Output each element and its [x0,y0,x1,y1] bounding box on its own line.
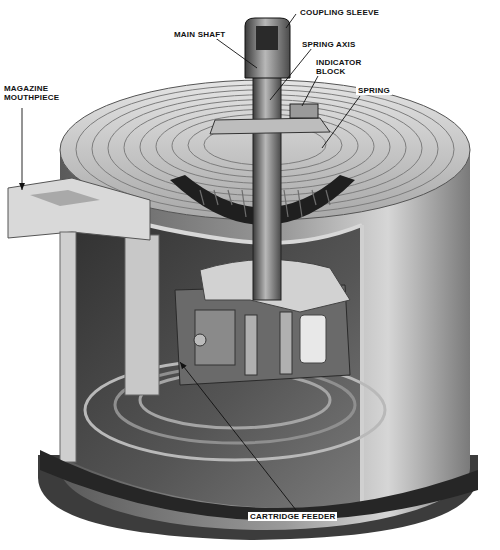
feeder-block [195,310,235,365]
part-label: CARTRIDGE FEEDER [248,512,337,521]
part-label: MAIN SHAFT [172,30,227,39]
mouthpiece-lips [30,190,100,206]
part-label: COUPLING SLEEVE [298,8,381,17]
part-label: SPRING [356,86,392,95]
part-label: INDICATOR BLOCK [314,58,370,76]
main-shaft [253,60,281,300]
magazine-mouthpiece [8,178,150,240]
coupling-slot [256,26,278,50]
part-label: MAGAZINE MOUTHPIECE [2,84,82,102]
coupling-sleeve [245,18,290,78]
mouthpiece-post [60,232,76,462]
spring-axis-plate [210,118,330,134]
indicator-block [290,104,318,118]
cutaway-interior [62,200,362,509]
feeder-post [245,315,257,375]
feeder-roller [300,315,326,363]
feeder-post [280,312,292,374]
cartridge-track [40,450,478,521]
part-label: SPRING AXIS [300,40,357,49]
cut-edge [360,225,364,505]
pillar [125,235,159,395]
feeder-screw [194,334,206,346]
